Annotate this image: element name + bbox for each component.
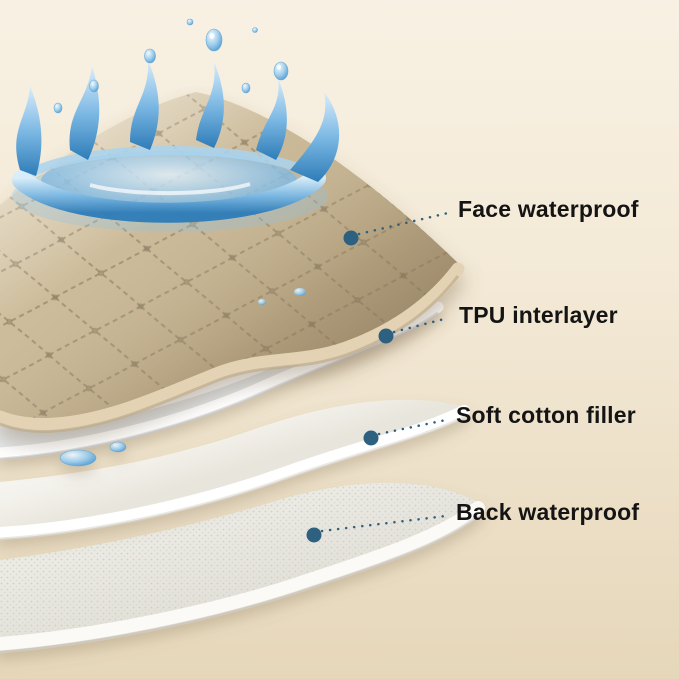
callout-back-waterproof: Back waterproof	[456, 499, 639, 526]
leader-line-face	[357, 211, 450, 236]
callout-dot-tpu	[378, 328, 394, 344]
callout-label-back: Back waterproof	[456, 499, 640, 525]
cotton-filler-layer	[0, 399, 464, 541]
callout-dot-back	[306, 527, 322, 543]
callout-face-waterproof: Face waterproof	[458, 196, 639, 223]
callout-dot-face	[343, 230, 359, 246]
leader-line-tpu	[392, 316, 450, 334]
water-splash	[12, 18, 340, 232]
splash-crown-spikes	[16, 60, 340, 182]
back-waterproof-layer	[0, 482, 478, 654]
leader-line-cotton	[377, 418, 448, 436]
callout-tpu-interlayer: TPU interlayer	[459, 302, 618, 329]
callout-soft-cotton-filler: Soft cotton filler	[456, 402, 636, 429]
callout-label-face: Face waterproof	[458, 196, 639, 222]
callout-label-tpu: TPU interlayer	[459, 302, 618, 328]
callout-markers	[306, 211, 450, 543]
callout-dot-cotton	[363, 430, 379, 446]
leader-line-back	[320, 514, 448, 533]
callout-label-cotton: Soft cotton filler	[456, 402, 636, 428]
